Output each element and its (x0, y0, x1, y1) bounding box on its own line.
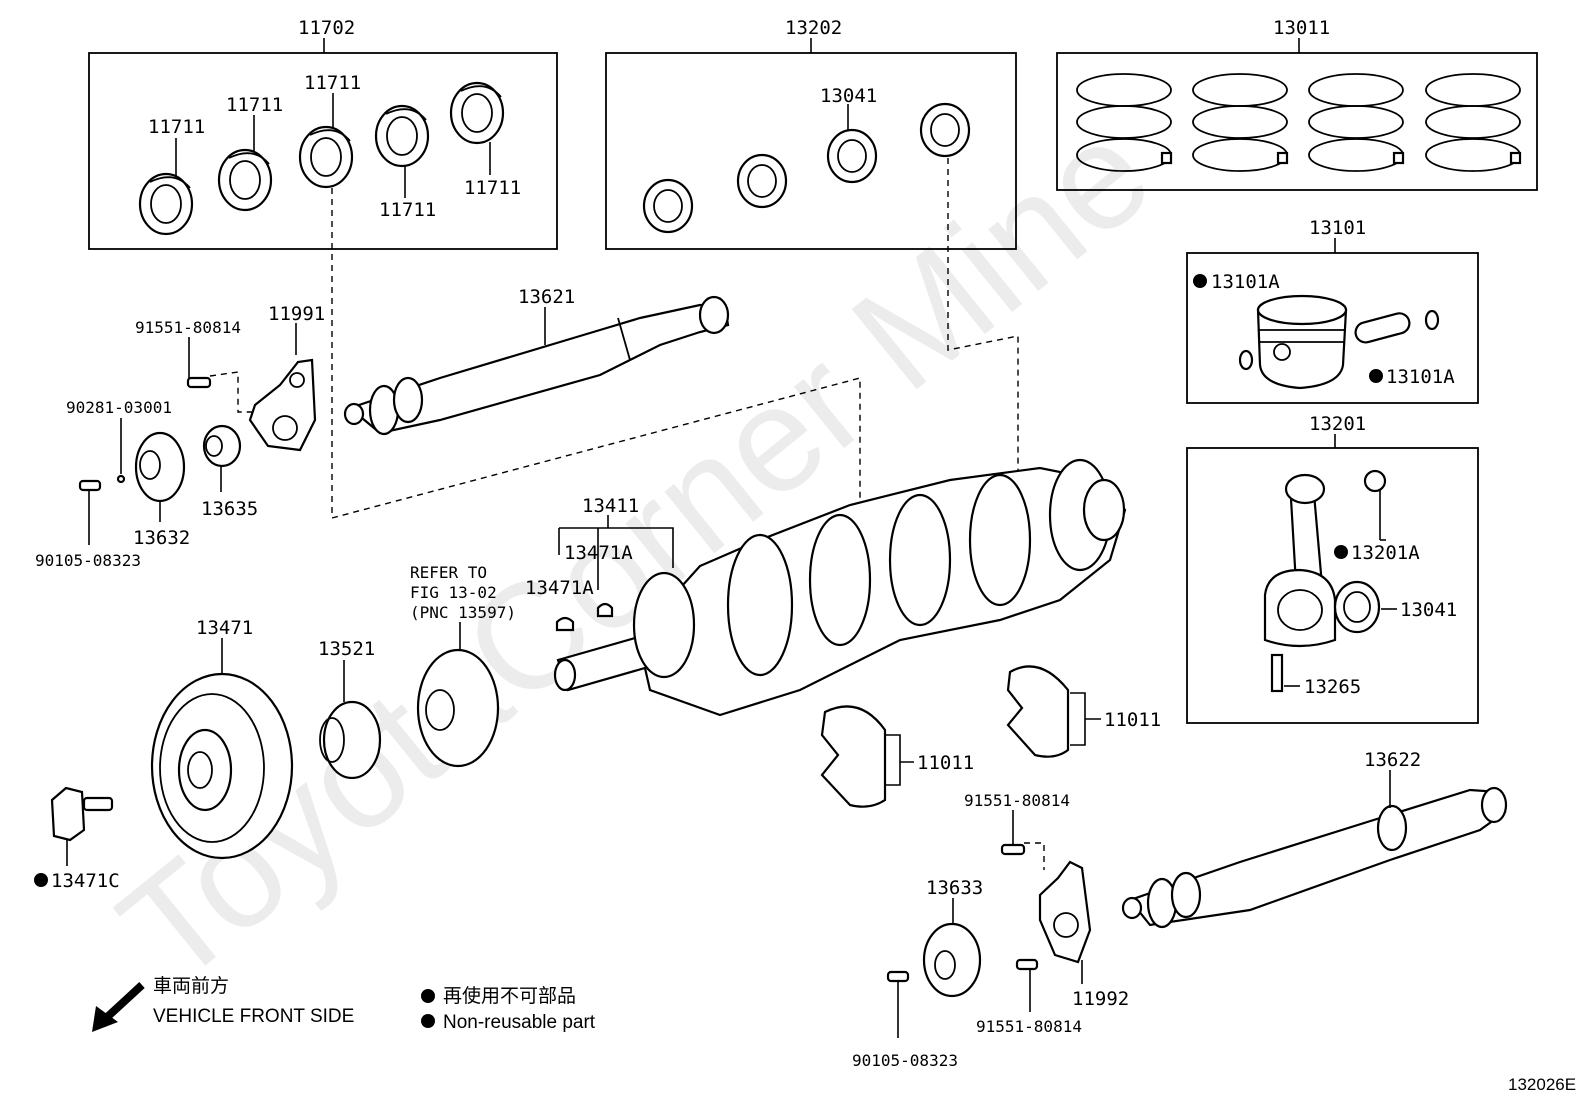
figure-code: 132026E (1508, 1075, 1576, 1094)
balance-shaft-rear (1121, 786, 1508, 929)
label-pulley: 13471 (196, 617, 253, 639)
connecting-rod (1263, 469, 1387, 693)
label-crankshaft: 13411 (582, 495, 639, 517)
label-conrod-bolt: 13265 (1304, 676, 1361, 698)
refer-note-line-1: REFER TO (410, 563, 487, 582)
label-gear-rear: 13633 (926, 877, 983, 899)
conrod-box (1186, 447, 1479, 724)
balance-shaft-front (343, 295, 730, 436)
label-bolt-b-rear: 90105-08323 (852, 1051, 958, 1070)
label-main-bearing-4: 11711 (379, 199, 436, 221)
label-pin: 90281-03001 (66, 398, 172, 417)
piston-box (1186, 252, 1479, 404)
label-plate-rear: 11992 (1072, 988, 1129, 1010)
crank-timing-gear (319, 700, 382, 780)
nonreusable-dot (34, 873, 48, 887)
label-conrod-bolt-nut: 13201A (1351, 542, 1420, 564)
label-key-1: 13471A (564, 542, 633, 564)
group-label-ring-set: 13011 (1273, 17, 1330, 39)
conrod-bearing-shells (642, 102, 971, 234)
legend-nonreusable-jp: 再使用不可部品 (443, 985, 576, 1007)
refer-note-line-2: FIG 13-02 (410, 583, 497, 602)
legend-direction-en: VEHICLE FRONT SIDE (153, 1006, 354, 1027)
label-main-bearing-5: 11711 (464, 177, 521, 199)
thrust-washers (820, 665, 1070, 808)
nonreusable-dot (1369, 369, 1383, 383)
group-label-piston: 13101 (1309, 217, 1366, 239)
label-piston-snap-ring-2: 13101A (1386, 366, 1455, 388)
pulley-bolt (50, 786, 114, 842)
crankshaft (553, 458, 1127, 717)
label-gear-front: 13632 (133, 527, 190, 549)
group-label-bearing-set: 11702 (298, 17, 355, 39)
label-bolt-b-front: 90105-08323 (35, 551, 141, 570)
crank-pulley (150, 672, 294, 860)
legend-dot (421, 1014, 435, 1028)
main-bearing-shells (138, 81, 505, 236)
label-main-bearing-2: 11711 (226, 94, 283, 116)
group-label-conrod: 13201 (1309, 413, 1366, 435)
label-conrod-bearing: 13041 (1400, 599, 1457, 621)
label-balance-shaft-front: 13621 (518, 286, 575, 308)
ring-set-box (1056, 52, 1538, 191)
refer-note-line-3: (PNC 13597) (410, 603, 516, 622)
key-icon (555, 616, 575, 632)
refer-sprocket (416, 648, 500, 768)
label-balance-shaft-rear: 13622 (1364, 749, 1421, 771)
label-thrust-washer-2: 11011 (1104, 709, 1161, 731)
front-shaft-fittings (78, 358, 317, 503)
bearing-set-box (88, 52, 558, 250)
legend-dot (421, 989, 435, 1003)
legend-direction-jp: 車両前方 (153, 975, 229, 997)
group-label-conrod-bearing-set: 13202 (785, 17, 842, 39)
label-thrust-washer-1: 11011 (917, 752, 974, 774)
piston-ring-sets (1076, 73, 1522, 172)
label-key-2: 13471A (525, 577, 594, 599)
nonreusable-dot (1193, 274, 1207, 288)
nonreusable-dot (1334, 545, 1348, 559)
label-crank-gear: 13521 (318, 638, 375, 660)
label-plate-front: 11991 (268, 303, 325, 325)
label-bushing: 13635 (201, 498, 258, 520)
label-pulley-bolt: 13471C (51, 870, 120, 892)
front-arrow-icon (92, 982, 145, 1032)
rear-shaft-fittings (886, 843, 1092, 998)
label-main-bearing-3: 11711 (304, 72, 361, 94)
label-conrod-bearing-group: 13041 (820, 85, 877, 107)
key-icon (596, 602, 614, 618)
label-main-bearing-1: 11711 (148, 116, 205, 138)
label-piston-snap-ring-1: 13101A (1211, 271, 1280, 293)
label-bolt-front-1: 91551-80814 (135, 318, 241, 337)
legend-nonreusable-en: Non-reusable part (443, 1012, 596, 1033)
piston (1238, 294, 1440, 390)
label-bolt-rear-1: 91551-80814 (964, 791, 1070, 810)
label-bolt-rear-2: 91551-80814 (976, 1017, 1082, 1036)
